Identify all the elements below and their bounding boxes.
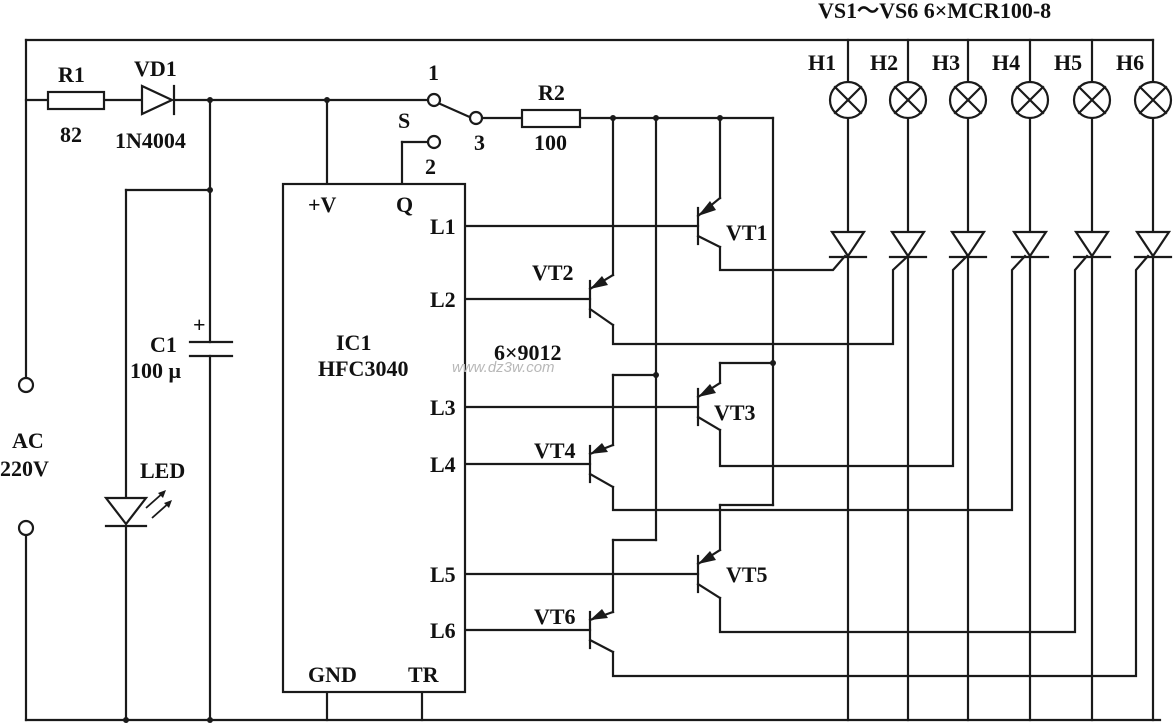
thyristor-vs5 <box>1072 230 1112 259</box>
ic-pin-l4: L4 <box>430 452 456 477</box>
c1-ref: C1 <box>150 332 177 357</box>
switch-pos3: 3 <box>474 130 485 155</box>
ic-pin-l2: L2 <box>430 287 456 312</box>
switch-ref: S <box>398 108 410 133</box>
ic-pin-gnd: GND <box>308 662 357 687</box>
switch-pos2: 2 <box>425 154 436 179</box>
r2-ref: R2 <box>538 80 565 105</box>
ic-pin-l6: L6 <box>430 618 456 643</box>
lamp-h2 <box>888 80 928 120</box>
lamp-h6 <box>1133 80 1173 120</box>
vt6-transistor <box>588 609 615 654</box>
c1-value: 100 μ <box>130 358 182 383</box>
c1-polarity: + <box>193 312 206 337</box>
thyristor-vs3 <box>948 230 988 259</box>
lamp-h1-label: H1 <box>808 50 836 75</box>
r1-value: 82 <box>60 122 82 147</box>
lamp-h5-label: H5 <box>1054 50 1082 75</box>
vt3-transistor <box>696 381 722 432</box>
switch-pos1: 1 <box>428 60 439 85</box>
watermark: www.dz3w.com <box>452 359 555 376</box>
ac-terminal-top <box>17 376 35 394</box>
ic-pin-l3: L3 <box>430 395 456 420</box>
vt2-transistor <box>588 273 615 327</box>
switch-s <box>426 92 484 150</box>
r2-resistor <box>520 108 582 129</box>
vd1-ref: VD1 <box>134 56 177 81</box>
ic-pin-vplus: +V <box>308 192 337 217</box>
thyristor-vs1 <box>828 230 868 259</box>
vd1-value: 1N4004 <box>115 128 186 153</box>
ic1-body <box>281 182 467 694</box>
thyristor-vs6 <box>1133 230 1173 259</box>
r1-ref: R1 <box>58 62 85 87</box>
lamp-h1 <box>828 80 868 120</box>
led-ref: LED <box>140 458 185 483</box>
junction-dots <box>123 97 776 723</box>
vt5-label: VT5 <box>726 562 768 587</box>
vt5-transistor <box>696 548 722 600</box>
lamp-h4-label: H4 <box>992 50 1020 75</box>
lamp-h4 <box>1010 80 1050 120</box>
lamp-h3 <box>948 80 988 120</box>
thyristor-label: VS1～VS6 6×MCR100-8 <box>818 0 1051 23</box>
ac-terminal-bottom <box>17 519 35 537</box>
ac-label-line2: 220V <box>0 456 49 481</box>
vt4-label: VT4 <box>534 438 576 463</box>
transistor-note: 6×9012 <box>494 340 562 365</box>
thyristor-vs2 <box>888 230 928 259</box>
vt6-label: VT6 <box>534 604 576 629</box>
lamp-h6-label: H6 <box>1116 50 1144 75</box>
vt1-label: VT1 <box>726 220 768 245</box>
r2-value: 100 <box>534 130 567 155</box>
ic-pin-l1: L1 <box>430 214 456 239</box>
thyristor-vs4 <box>1010 230 1050 259</box>
lamp-h2-label: H2 <box>870 50 898 75</box>
lamp-h3-label: H3 <box>932 50 960 75</box>
wiring <box>24 38 1162 722</box>
ic-ref: IC1 <box>336 330 371 355</box>
c1-capacitor <box>188 340 234 358</box>
lamp-h5 <box>1072 80 1112 120</box>
ic-pin-l5: L5 <box>430 562 456 587</box>
vt2-label: VT2 <box>532 260 574 285</box>
vt3-label: VT3 <box>714 400 756 425</box>
ac-label-line1: AC <box>12 428 44 453</box>
vt1-transistor <box>696 196 722 249</box>
ic-pin-q: Q <box>396 192 413 217</box>
vd1-diode <box>140 84 176 116</box>
vt4-transistor <box>588 443 615 489</box>
ic-part: HFC3040 <box>318 356 408 381</box>
led-symbol <box>103 490 172 528</box>
ic-pin-tr: TR <box>408 662 440 687</box>
r1-resistor <box>46 90 106 111</box>
